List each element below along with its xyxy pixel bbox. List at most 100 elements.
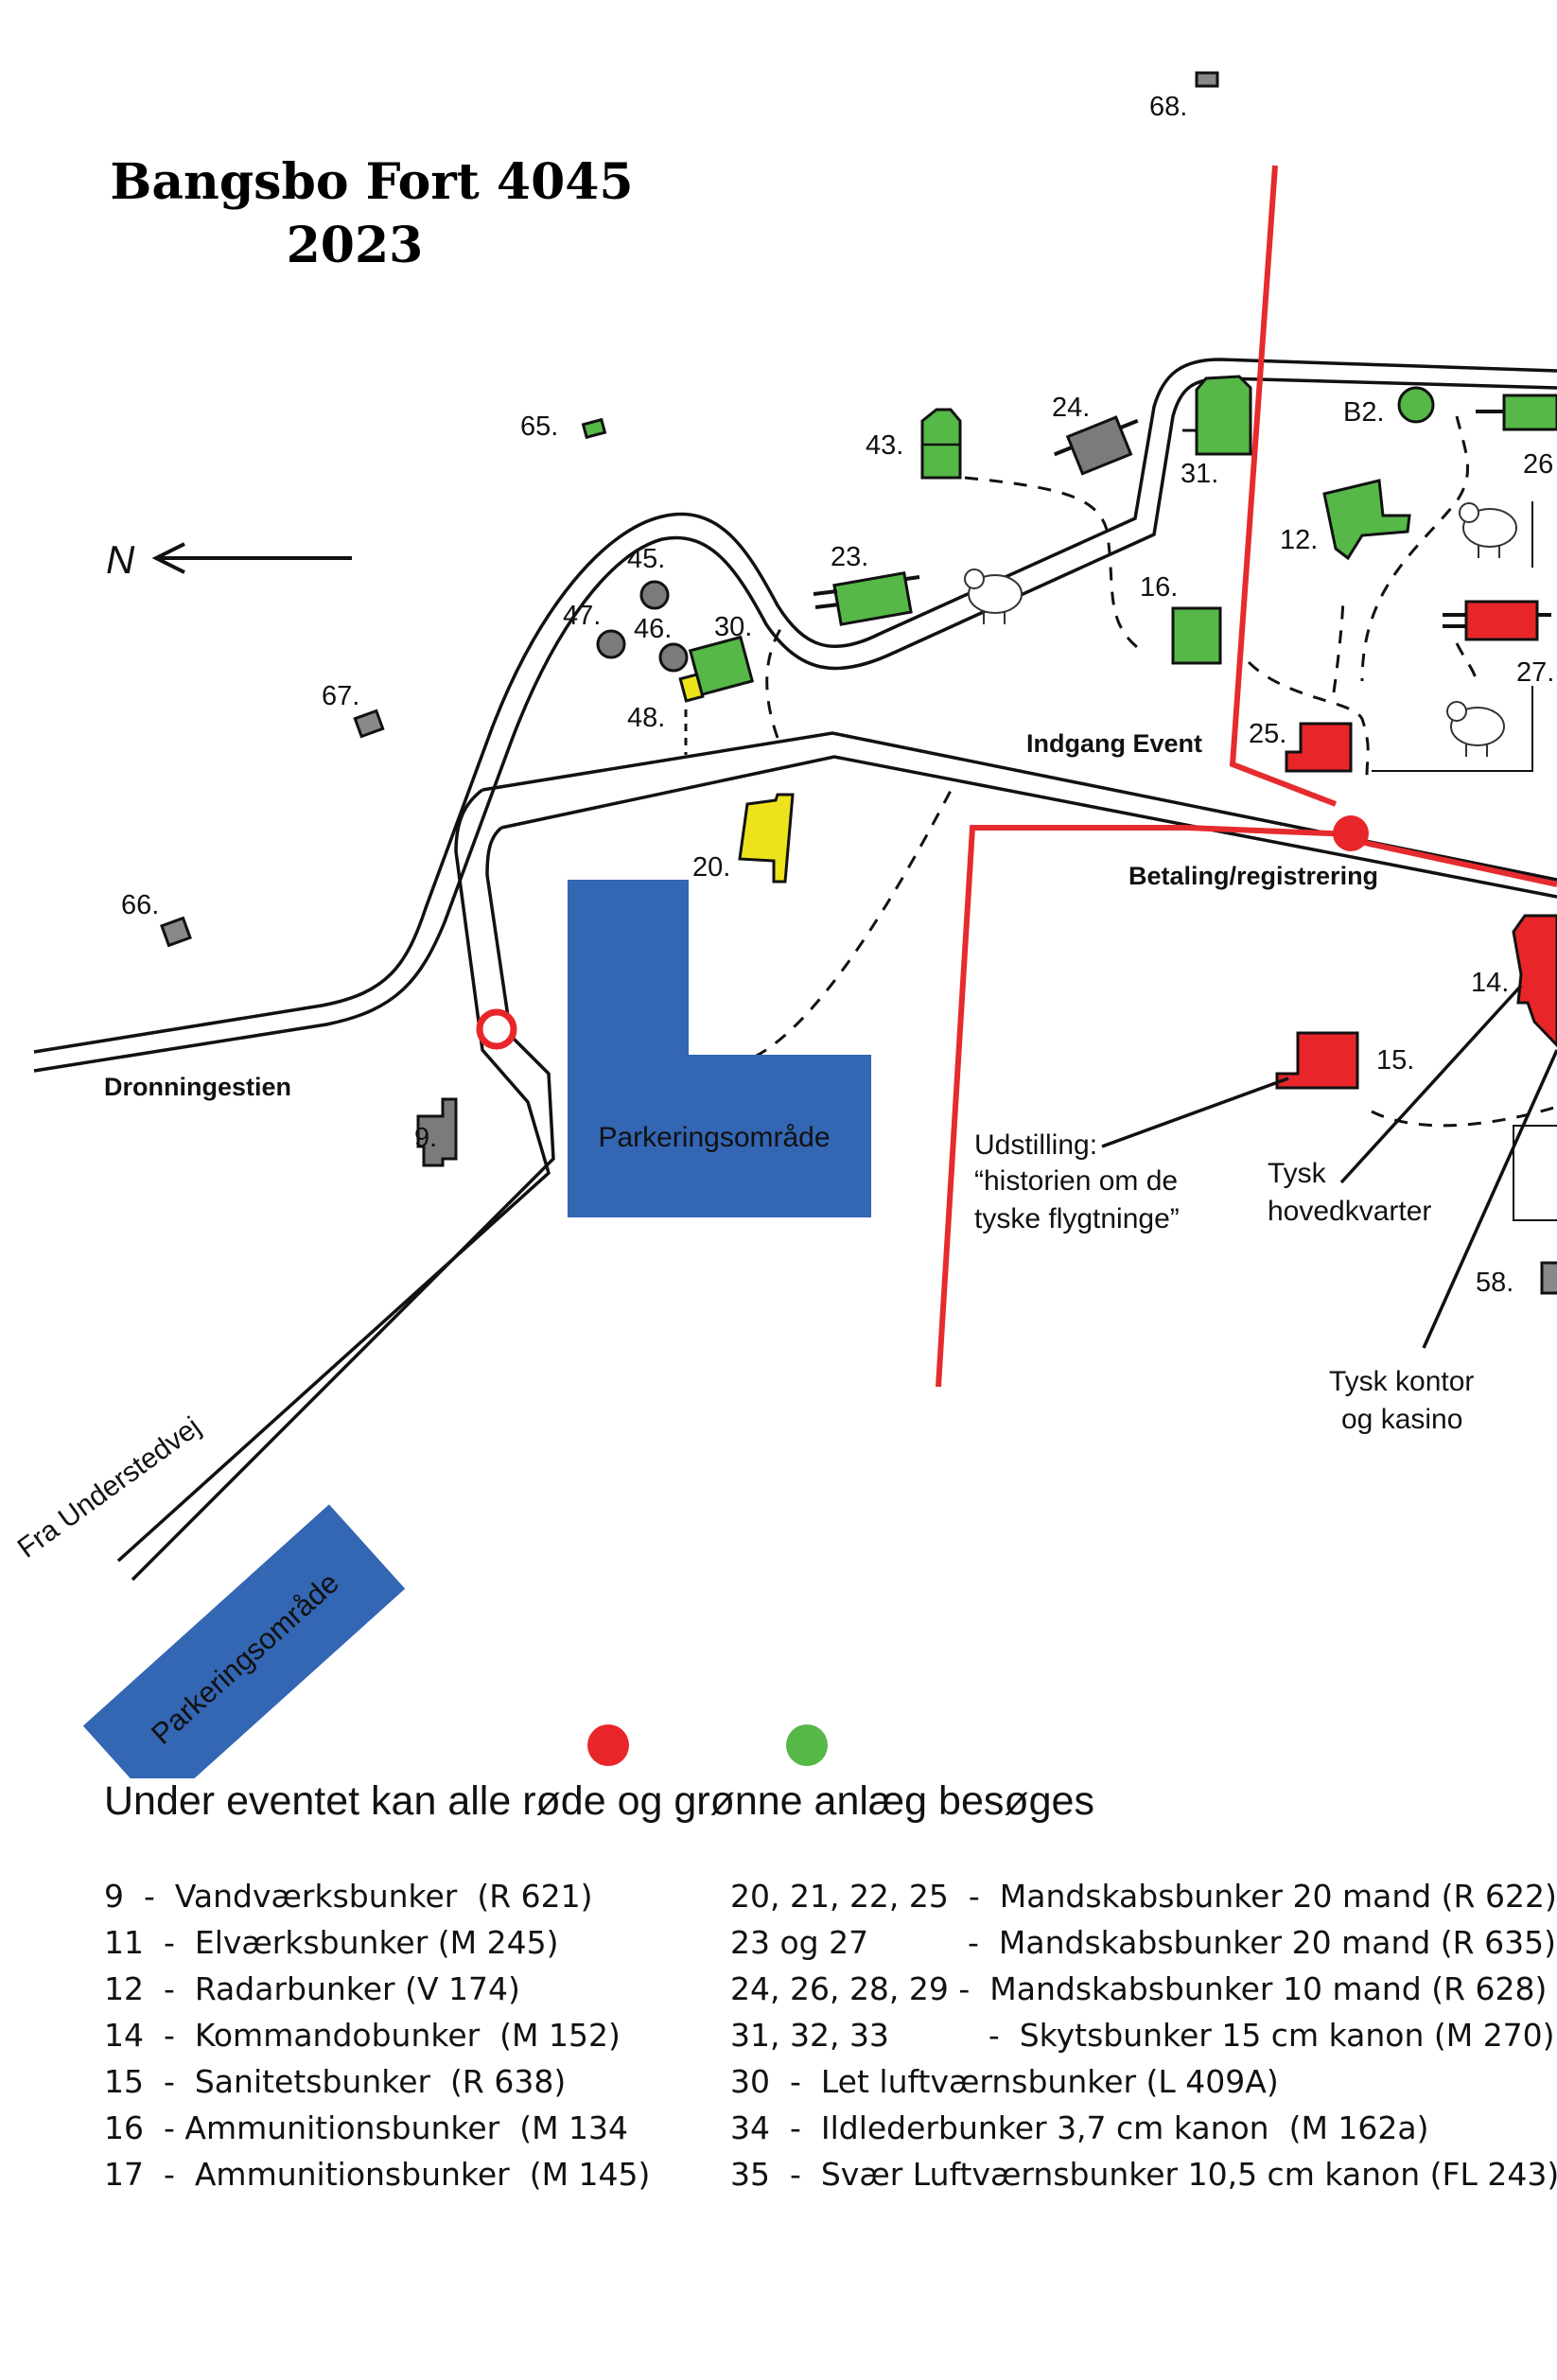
label-45: 45. <box>627 544 665 574</box>
sheep-icon <box>964 569 1023 624</box>
bunker-15 <box>1275 1031 1359 1090</box>
annotation-tysk-hovedkvarter: Tysk hovedkvarter <box>1268 1158 1431 1227</box>
registration-point <box>1333 815 1369 851</box>
legend-dot-red <box>587 1724 629 1766</box>
label-16: 16. <box>1140 572 1178 603</box>
label-68: 68. <box>1149 92 1187 122</box>
bunker-47 <box>596 629 626 659</box>
bunker-27 <box>1443 600 1551 641</box>
north-label: N <box>106 537 135 582</box>
label-48: 48. <box>627 703 665 733</box>
bunker-67 <box>353 709 385 739</box>
legend-item: 12 - Radarbunker (V 174) <box>104 1970 520 2007</box>
bunker-20 <box>738 793 795 884</box>
udstilling-line-3: tyske flygtninge” <box>974 1203 1180 1234</box>
label-9: 9. <box>414 1123 437 1153</box>
label-27: 27. <box>1516 657 1554 688</box>
udstilling-line-2: “historien om de <box>974 1165 1178 1197</box>
legend-item: 23 og 27 - Mandskabsbunker 20 mand (R 63… <box>730 1924 1556 1961</box>
legend-item: 35 - Svær Luftværnsbunker 10,5 cm kanon … <box>730 2156 1557 2193</box>
label-66: 66. <box>121 890 159 920</box>
legend-item: 9 - Vandværksbunker (R 621) <box>104 1878 593 1915</box>
label-65: 65. <box>520 411 558 442</box>
legend-column-left: 9 - Vandværksbunker (R 621) 11 - Elværks… <box>104 1873 650 2197</box>
legend-item: 24, 26, 28, 29 - Mandskabsbunker 10 mand… <box>730 1970 1548 2007</box>
leader-lines <box>1101 984 1557 1349</box>
parking-area-main-label: Parkeringsområde <box>598 1122 830 1153</box>
road-label-fra-understedvej: Fra Understedvej <box>12 1411 207 1565</box>
bunker-26 <box>1476 394 1557 431</box>
legend-item: 14 - Kommandobunker (M 152) <box>104 2017 621 2054</box>
footpaths <box>754 415 1557 1128</box>
road-label-indgang: Indgang Event <box>1026 729 1202 758</box>
parking-area-main <box>568 880 871 1217</box>
legend-column-right: 20, 21, 22, 25 - Mandskabsbunker 20 mand… <box>730 1873 1557 2197</box>
legend-item: 34 - Ildlederbunker 3,7 cm kanon (M 162a… <box>730 2109 1429 2146</box>
map-title-line2: 2023 <box>287 217 424 274</box>
legend-heading: Under eventet kan alle røde og grønne an… <box>104 1778 1094 1824</box>
label-43: 43. <box>866 430 903 461</box>
bunker-B2 <box>1397 386 1435 424</box>
bunker-43 <box>920 408 962 480</box>
tysk-kontor-line-2: og kasino <box>1341 1404 1462 1435</box>
bunker-9 <box>416 1097 458 1167</box>
label-30: 30. <box>714 612 752 642</box>
bunker-66 <box>160 916 192 948</box>
label-B2: B2. <box>1343 397 1385 428</box>
tysk-hovedkvarter-line-1: Tysk <box>1268 1158 1327 1189</box>
bunker-45 <box>639 580 670 610</box>
label-26: 26 <box>1523 449 1553 480</box>
label-20: 20. <box>692 852 730 883</box>
bunker-65 <box>581 417 607 440</box>
tysk-kontor-line-1: Tysk kontor <box>1329 1366 1474 1397</box>
bunker-46 <box>658 642 689 673</box>
legend-item: 30 - Let luftværnsbunker (L 409A) <box>730 2063 1279 2100</box>
legend-item: 17 - Ammunitionsbunker (M 145) <box>104 2156 651 2193</box>
tysk-hovedkvarter-line-2: hovedkvarter <box>1268 1196 1431 1227</box>
bunker-25 <box>1285 722 1353 773</box>
site-map: Bangsbo Fort 4045 2023 N <box>12 71 1557 1778</box>
label-23: 23. <box>831 542 868 572</box>
label-31: 31. <box>1181 459 1218 489</box>
north-arrow-icon: N <box>106 537 352 582</box>
label-58: 58. <box>1476 1268 1513 1298</box>
legend: Under eventet kan alle røde og grønne an… <box>0 1778 1557 2251</box>
label-47: 47. <box>563 601 601 631</box>
bunker-12 <box>1322 479 1411 561</box>
road-label-betaling: Betaling/registrering <box>1128 862 1378 890</box>
label-24: 24. <box>1052 393 1090 423</box>
bunker-16 <box>1171 606 1222 665</box>
bunker-58 <box>1540 1261 1557 1295</box>
sheep-icon <box>1446 701 1505 757</box>
udstilling-line-1: Udstilling: <box>974 1129 1097 1161</box>
bunker-14 <box>1512 914 1557 1048</box>
label-67: 67. <box>322 681 359 711</box>
bunker-23 <box>813 570 920 626</box>
bunker-24 <box>1053 415 1139 476</box>
legend-item: 15 - Sanitetsbunker (R 638) <box>104 2063 567 2100</box>
road-label-dronningestien: Dronningestien <box>104 1073 291 1101</box>
bunker-31 <box>1182 375 1252 456</box>
legend-item: 20, 21, 22, 25 - Mandskabsbunker 20 mand… <box>730 1878 1557 1915</box>
legend-dot-green <box>786 1724 828 1766</box>
route-marker-open <box>476 1008 517 1050</box>
legend-item: 31, 32, 33 - Skytsbunker 15 cm kanon (M … <box>730 2017 1555 2054</box>
legend-item: 11 - Elværksbunker (M 245) <box>104 1924 559 1961</box>
bunker-30 <box>678 635 755 703</box>
label-14: 14. <box>1471 968 1509 998</box>
label-15: 15. <box>1376 1045 1414 1076</box>
road-network <box>33 358 1557 1582</box>
label-12: 12. <box>1280 525 1318 555</box>
map-title-line1: Bangsbo Fort 4045 <box>110 153 633 211</box>
annotation-udstilling: Udstilling: “historien om de tyske flygt… <box>974 1129 1180 1234</box>
sheep-icon <box>1459 502 1517 558</box>
label-46: 46. <box>634 614 672 644</box>
site-labels: 68. 65. 67. 66. 9. 45. 47. 46. 30. 48. 2… <box>121 92 1554 1298</box>
label-25: 25. <box>1249 719 1286 749</box>
annotation-tysk-kontor: Tysk kontor og kasino <box>1329 1366 1474 1435</box>
enclosures <box>1372 501 1557 1221</box>
legend-item: 16 - Ammunitionsbunker (M 134 <box>104 2109 629 2146</box>
bunker-68 <box>1195 71 1219 88</box>
red-route <box>936 165 1557 1388</box>
parking-area-lower <box>82 1504 406 1778</box>
